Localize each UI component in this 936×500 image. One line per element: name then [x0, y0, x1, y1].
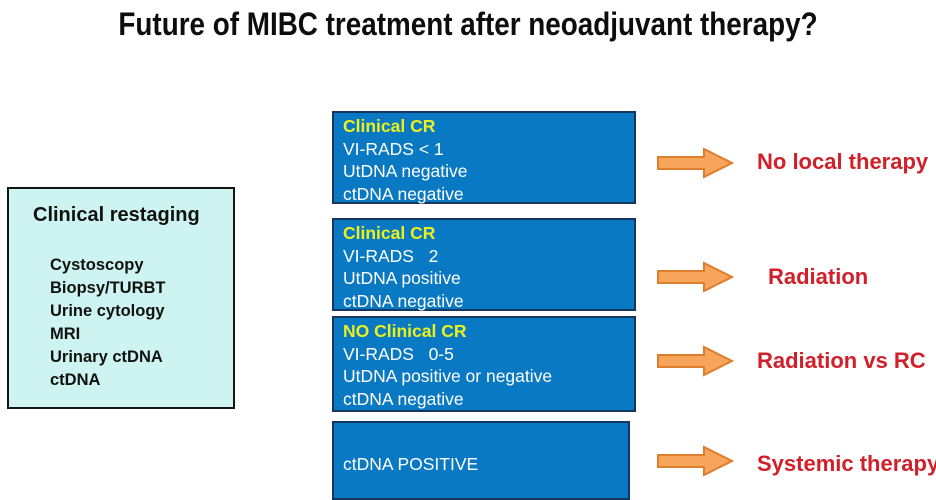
scenario-line: UtDNA negative [343, 161, 468, 182]
scenario-box-clinical-cr-2: Clinical CR VI-RADS 2 UtDNA positive ctD… [332, 218, 636, 311]
restaging-item: Biopsy/TURBT [50, 279, 166, 297]
scenario-line: VI-RADS 2 [343, 245, 439, 266]
scenario-line: ctDNA negative [343, 290, 464, 311]
restaging-item: ctDNA [50, 371, 101, 389]
scenario-line: ctDNA negative [343, 183, 464, 204]
scenario-line: VI-RADS < 1 [343, 138, 444, 159]
outcome-label-systemic-therapy: Systemic therapy [757, 451, 936, 476]
scenario-line: ctDNA POSITIVE [343, 454, 479, 474]
outcome-label-no-local-therapy: No local therapy [757, 149, 929, 174]
slide-title: Future of MIBC treatment after neoadjuva… [118, 6, 818, 42]
right-block-arrow-icon [657, 147, 735, 179]
scenario-heading: Clinical CR [343, 223, 436, 243]
scenario-heading: Clinical CR [343, 116, 436, 136]
restaging-heading: Clinical restaging [33, 204, 200, 226]
restaging-list: Cystoscopy Biopsy/TURBT Urine cytology M… [50, 254, 233, 392]
scenario-heading: NO Clinical CR [343, 321, 467, 341]
right-block-arrow-icon [657, 261, 735, 293]
outcome-label-radiation: Radiation [768, 264, 869, 289]
scenario-box-no-clinical-cr: NO Clinical CR VI-RADS 0-5 UtDNA positiv… [332, 316, 636, 412]
restaging-item: Cystoscopy [50, 256, 144, 274]
scenario-line: UtDNA positive or negative [343, 366, 553, 387]
scenario-line: UtDNA positive [343, 268, 461, 289]
scenario-line: ctDNA negative [343, 388, 464, 409]
outcome-label-radiation-vs-rc: Radiation vs RC [757, 348, 926, 373]
right-block-arrow-icon [657, 445, 735, 477]
scenario-box-clinical-cr-1: Clinical CR VI-RADS < 1 UtDNA negative c… [332, 111, 636, 204]
scenario-box-ctdna-positive: ctDNA POSITIVE [332, 421, 630, 500]
right-block-arrow-icon [657, 345, 735, 377]
restaging-item: Urine cytology [50, 302, 165, 320]
clinical-restaging-panel: Clinical restaging Cystoscopy Biopsy/TUR… [7, 187, 235, 409]
restaging-item: MRI [50, 325, 81, 343]
scenario-line: VI-RADS 0-5 [343, 343, 454, 364]
restaging-item: Urinary ctDNA [50, 348, 163, 366]
